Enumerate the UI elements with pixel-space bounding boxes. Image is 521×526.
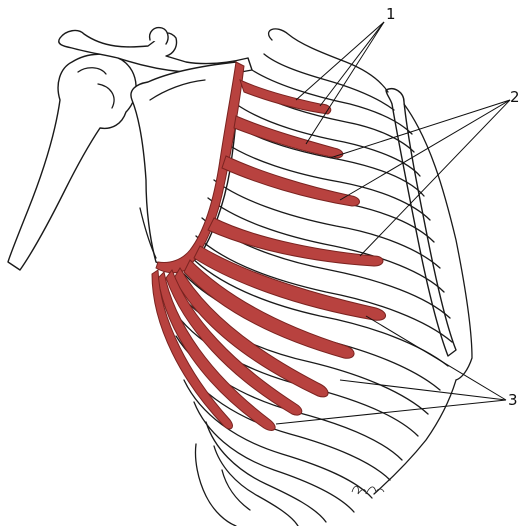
label-2: 2 — [510, 90, 520, 105]
muscle-digitation — [234, 116, 343, 158]
rib-3 — [236, 104, 420, 176]
muscle-digitation — [240, 80, 331, 114]
muscle-digitation — [208, 218, 383, 266]
label-3: 3 — [508, 393, 518, 408]
leader-lines-3 — [276, 316, 506, 424]
rib-1 — [269, 29, 388, 92]
leader-lines-1 — [296, 22, 384, 144]
muscle-digitation — [222, 156, 360, 206]
rib-11 — [206, 422, 326, 522]
rib-12 — [222, 470, 250, 510]
humerus-bone — [8, 54, 136, 270]
label-1: 1 — [386, 7, 396, 22]
